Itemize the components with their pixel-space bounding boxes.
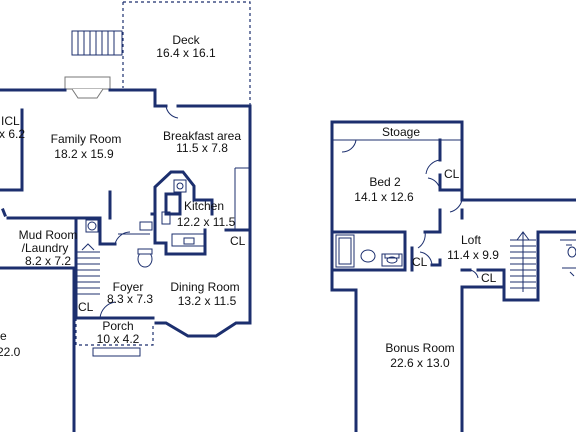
- upper-floor: [330, 120, 576, 432]
- main-floor: [0, 1, 252, 432]
- bath-closet-label: CL: [412, 255, 428, 269]
- family-room-label: Family Room: [51, 132, 122, 146]
- foyer-closet-label: CL: [78, 300, 94, 314]
- partial-room-dims: x 6.2: [0, 127, 25, 141]
- mud-room-label-2: /Laundry: [22, 241, 69, 255]
- partial-room-name: ICL: [1, 114, 20, 128]
- bonus-room-label: Bonus Room: [385, 341, 454, 355]
- fireplace: [64, 76, 111, 99]
- deck-dims: 16.4 x 16.1: [156, 46, 216, 60]
- deck-stairs: [71, 30, 123, 56]
- dining-room-label: Dining Room: [170, 280, 239, 294]
- main-exterior-wall: [0, 88, 252, 338]
- bed2-dims: 14.1 x 12.6: [354, 190, 414, 204]
- loft-label: Loft: [461, 233, 482, 247]
- breakfast-area-dims: 11.5 x 7.8: [176, 141, 228, 155]
- deck-label: Deck: [172, 33, 200, 47]
- bonus-room-dims: 22.6 x 13.0: [390, 356, 450, 370]
- porch-label: Porch: [102, 319, 133, 333]
- bed2-closet-label: CL: [444, 167, 460, 181]
- bed2-label: Bed 2: [369, 175, 401, 189]
- mud-room-label-1: Mud Room: [19, 228, 78, 242]
- foyer-dims: 8.3 x 7.3: [107, 292, 153, 306]
- upper-stairs: [510, 231, 536, 292]
- garage-wall: [0, 266, 76, 432]
- kitchen-label: Kitchen: [184, 199, 224, 213]
- loft-closet-label: CL: [481, 271, 497, 285]
- porch-outline: [75, 318, 154, 346]
- dining-room-dims: 13.2 x 11.5: [178, 294, 237, 308]
- loft-dims: 11.4 x 9.9: [447, 248, 499, 262]
- storage-label: Stoage: [382, 125, 420, 139]
- bathtub: [335, 234, 355, 268]
- foyer-label: Foyer: [113, 280, 144, 294]
- porch-step: [92, 347, 141, 357]
- garage-partial-label: e: [0, 329, 7, 343]
- kitchen-closet-label: CL: [230, 234, 246, 248]
- family-room-dims: 18.2 x 15.9: [54, 147, 114, 161]
- breakfast-area-label: Breakfast area: [163, 129, 241, 143]
- deck-outline: [122, 1, 251, 108]
- upper-exterior-wall: [330, 120, 576, 432]
- mud-room-dims: 8.2 x 7.2: [25, 254, 71, 268]
- garage-partial-dims: 22.0: [0, 345, 21, 359]
- porch-dims: 10 x 4.2: [97, 332, 140, 346]
- kitchen-dims: 12.2 x 11.5: [177, 215, 236, 229]
- main-stairs: [76, 243, 100, 295]
